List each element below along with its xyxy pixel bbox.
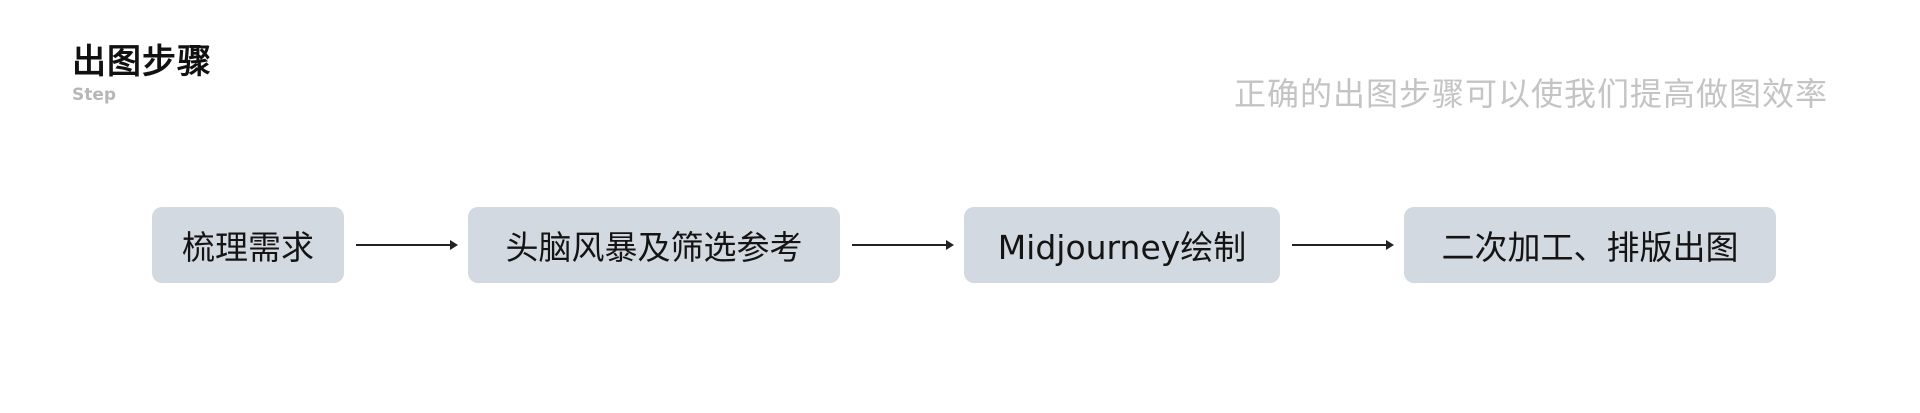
step-3-label: Midjourney绘制 [997,228,1247,267]
page-title: 出图步骤 [72,42,212,82]
arrow-2-to-3 [852,240,954,250]
step-4-box: 二次加工、排版出图 [1404,207,1776,283]
step-2-box: 头脑风暴及筛选参考 [468,207,840,283]
step-2-label: 头脑风暴及筛选参考 [505,228,803,267]
arrow-1-to-2 [356,240,458,250]
step-1-label: 梳理需求 [182,228,314,267]
page-subtitle: Step [72,85,117,105]
process-flow: 梳理需求 头脑风暴及筛选参考 Midjourney绘制 二次加工、排版出图 [0,207,1920,283]
step-1-box: 梳理需求 [152,207,344,283]
step-3-box: Midjourney绘制 [964,207,1280,283]
page-tagline: 正确的出图步骤可以使我们提高做图效率 [1233,75,1828,113]
step-4-label: 二次加工、排版出图 [1441,228,1739,267]
arrow-3-to-4 [1292,240,1394,250]
